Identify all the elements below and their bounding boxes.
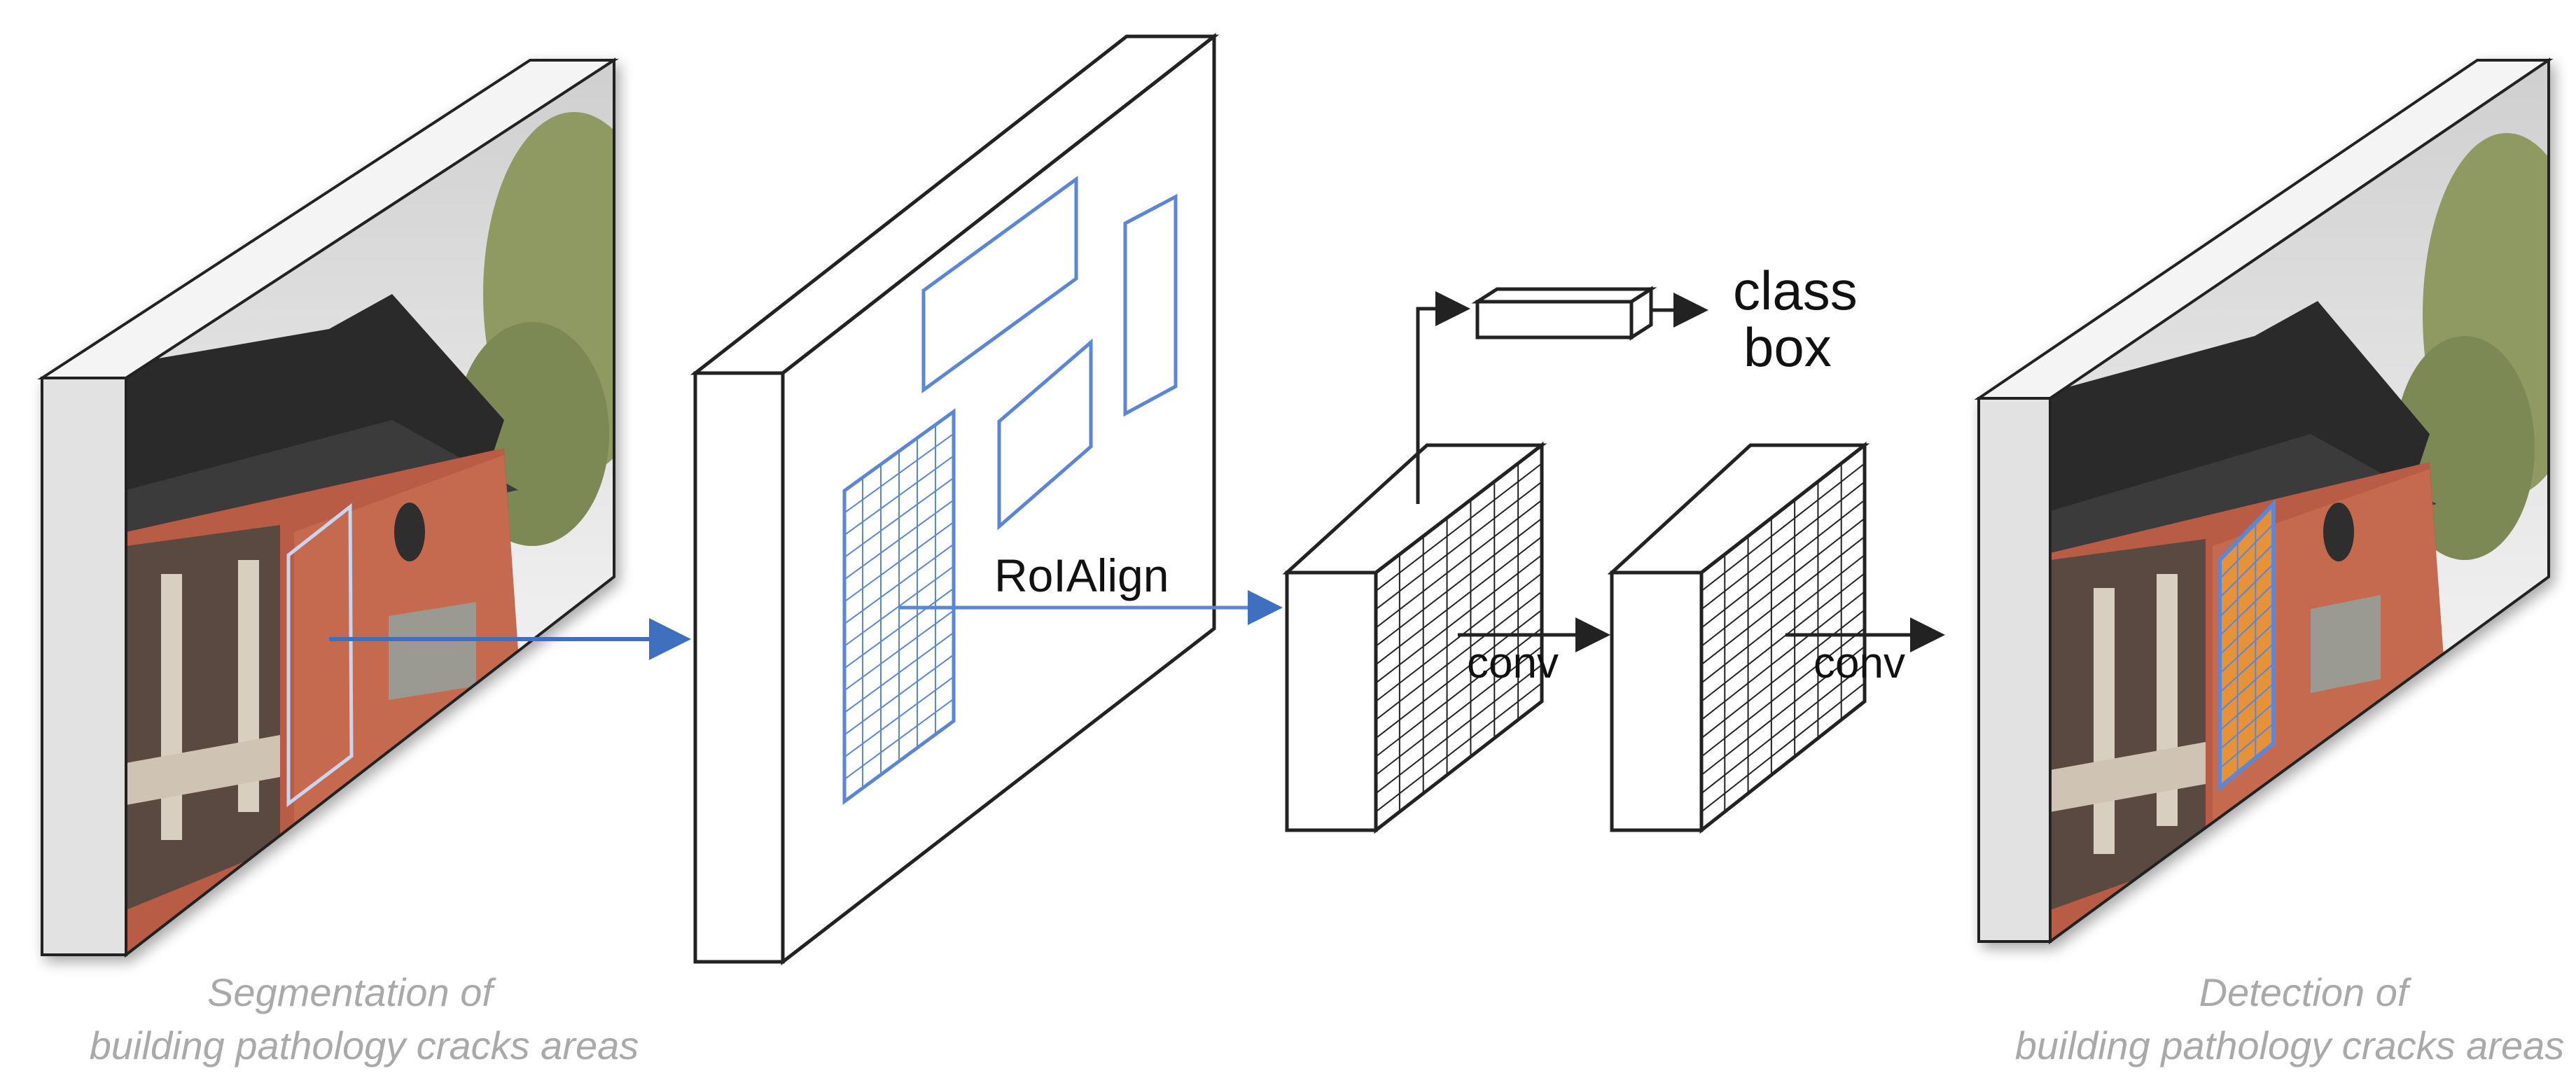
roi-box	[1123, 193, 1178, 417]
feature-map-side	[693, 371, 785, 964]
grid-line	[2219, 643, 2274, 694]
grid-line	[844, 631, 954, 713]
grid-line	[2219, 703, 2274, 750]
grid-line	[844, 610, 954, 692]
conv-label-2: conv	[1813, 639, 1905, 687]
grid-line	[1701, 645, 1865, 776]
roi-box	[997, 338, 1093, 531]
grid-line	[1701, 517, 1865, 647]
fc-layer-box	[1471, 286, 1657, 341]
grid-line	[1375, 627, 1543, 757]
grid-line	[1701, 664, 1865, 794]
grid-line	[1701, 627, 1865, 757]
conv-block-1	[1282, 441, 1547, 834]
grid-line	[1375, 591, 1543, 721]
grid-line	[844, 455, 954, 536]
grid-line	[2219, 722, 2274, 769]
grid-line	[1375, 682, 1543, 813]
grid-line	[1701, 591, 1865, 721]
grid-line	[1375, 499, 1543, 629]
roi-grid	[842, 408, 956, 805]
grid-line	[2219, 682, 2274, 732]
grid-line	[844, 698, 954, 780]
right-caption-line2: building pathology cracks areas	[2015, 1023, 2564, 1068]
grid-line	[1701, 573, 1865, 702]
output-image-panel	[1974, 57, 2554, 944]
head-branch-line	[1416, 291, 1470, 504]
left-caption-line1: Segmentation of	[207, 970, 496, 1014]
grid-line	[2219, 583, 2274, 637]
detected-crack-grid	[2218, 498, 2276, 792]
grid-line	[1701, 682, 1865, 813]
grid-line	[1375, 645, 1543, 776]
grid-line	[2219, 543, 2274, 598]
grid-line	[1375, 554, 1543, 684]
grid-line	[1701, 499, 1865, 629]
grid-line	[844, 522, 954, 603]
grid-line	[1701, 554, 1865, 684]
grid-line	[844, 477, 954, 558]
conv-label-1: conv	[1467, 639, 1559, 687]
box-label: box	[1743, 316, 1832, 378]
grid-line	[1701, 481, 1865, 610]
grid-line	[1375, 517, 1543, 647]
grid-line	[1375, 463, 1543, 592]
grid-line	[844, 654, 954, 736]
grid-line	[1375, 481, 1543, 610]
grid-line	[2219, 523, 2274, 580]
grid-line	[844, 433, 954, 514]
feature-map	[690, 32, 1220, 966]
grid-line	[844, 499, 954, 580]
grid-line	[844, 566, 954, 647]
input-image-panel	[37, 57, 619, 958]
right-caption-line1: Detection of	[2199, 970, 2412, 1014]
grid-line	[1701, 609, 1865, 739]
grid-line	[1701, 463, 1865, 592]
crack-region-outline	[286, 503, 354, 808]
grid-line	[1375, 573, 1543, 702]
grid-line	[844, 676, 954, 758]
grid-line	[844, 543, 954, 625]
class-label: class	[1733, 260, 1858, 321]
grid-line	[2219, 603, 2274, 656]
panel-side	[1977, 397, 2052, 943]
conv-block-2	[1607, 441, 1870, 834]
panel-side	[41, 377, 127, 956]
grid-line	[2219, 623, 2274, 675]
grid-line	[1375, 536, 1543, 666]
roi-box	[921, 176, 1078, 393]
roialign-label: RoIAlign	[994, 550, 1169, 601]
grid-line	[1375, 664, 1543, 794]
grid-line	[1375, 609, 1543, 739]
grid-line	[1701, 536, 1865, 666]
grid-line	[844, 587, 954, 669]
left-caption-line2: building pathology cracks areas	[90, 1023, 639, 1068]
grid-line	[2219, 563, 2274, 617]
grid-line	[2219, 663, 2274, 713]
